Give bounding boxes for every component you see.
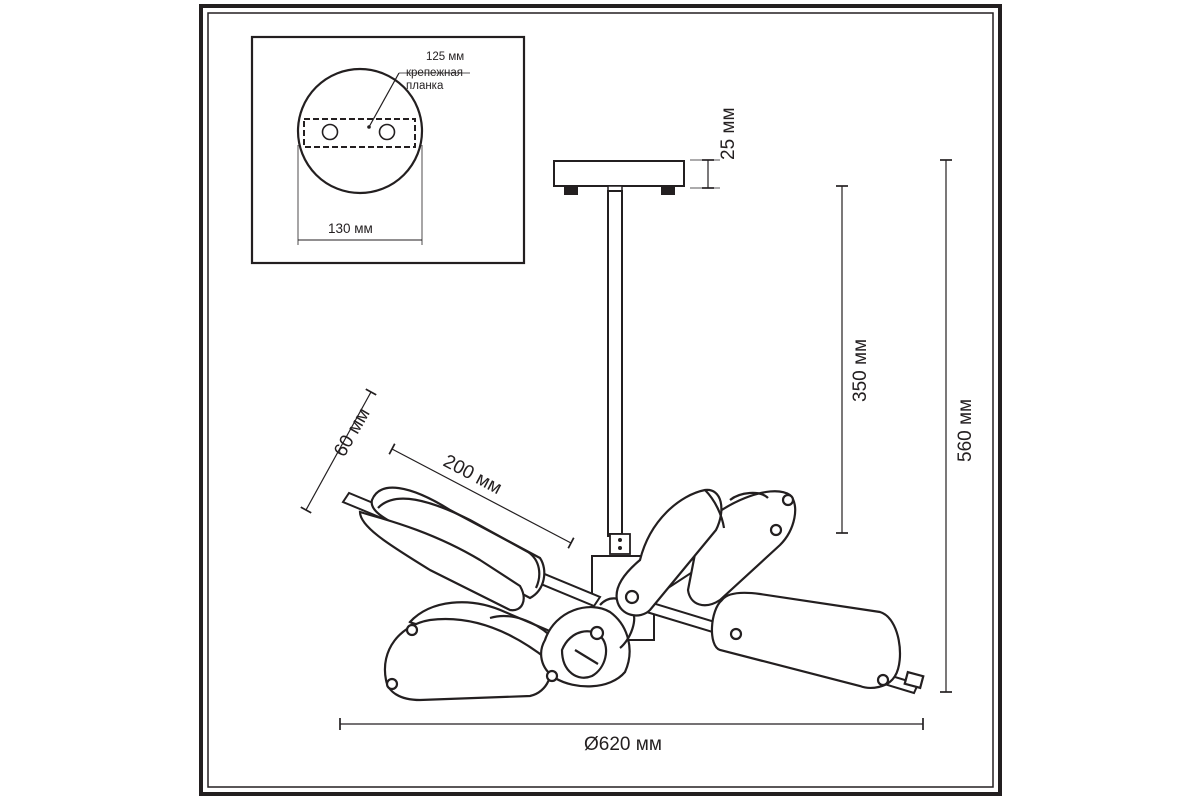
canopy	[553, 160, 685, 195]
base-diameter-label: 130 мм	[328, 221, 373, 236]
rod-length-label: 350 мм	[850, 339, 871, 402]
shade-lower-right	[710, 591, 925, 690]
plate-size-label: 125 мм	[426, 51, 464, 63]
base-disc	[296, 67, 424, 195]
plate-name-label-2: планка	[406, 80, 444, 92]
shade-upper-right	[615, 488, 797, 617]
plate-name-label-1: крепежная	[406, 67, 463, 79]
shade-diameter-label: 60 мм	[330, 404, 374, 460]
mounting-plate-inset: 125 мм крепежная планка 130 мм	[250, 35, 526, 265]
dimension-lines	[300, 159, 952, 730]
shade-lower-left	[383, 601, 558, 702]
drawing-frame	[199, 4, 1002, 796]
total-height-label: 560 мм	[955, 399, 976, 462]
rod-connector	[609, 533, 631, 555]
shade-upper-left	[358, 486, 546, 612]
screw-hole-left	[321, 123, 339, 141]
canopy-height-label: 25 мм	[718, 107, 739, 160]
screw-hole-right	[378, 123, 396, 141]
suspension-rod	[607, 190, 623, 537]
mounting-bracket	[303, 118, 416, 148]
overall-diameter-label: Ø620 мм	[584, 734, 662, 755]
